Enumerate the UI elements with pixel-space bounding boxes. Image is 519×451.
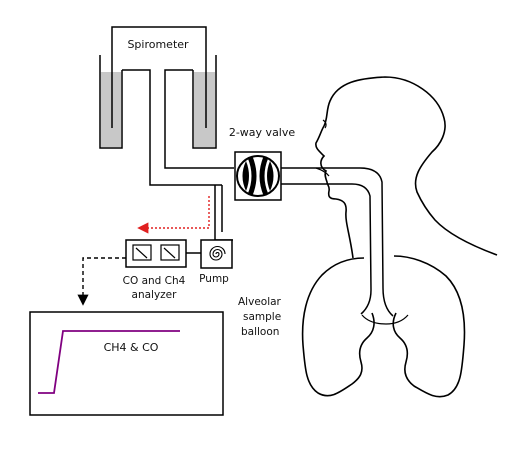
analyzer-label-line2: analyzer [132,289,178,301]
airway-inner [323,183,372,315]
mouth [315,167,330,177]
spiral-icon [209,246,226,261]
balloon-label-line3: balloon [241,326,279,338]
pump-label: Pump [199,273,229,285]
valve-flap-left [242,161,249,191]
valve-flap-center-left [247,156,257,196]
recorder-frame [29,311,224,416]
sample-flow-arrow [137,196,210,234]
inner-tube-left [122,69,222,186]
spirometer-label: Spirometer [127,38,189,51]
sample-line [137,185,233,241]
recorder-display: CH4 & CO [29,311,224,416]
head-outline [315,76,498,259]
valve-flap-right [267,161,274,191]
sample-tube-outer [214,185,233,241]
left-water [101,72,121,147]
valve-label: 2-way valve [229,126,296,139]
alveolar-balloon: Alveolar sample balloon [238,296,282,338]
eye [322,119,327,129]
spirometer-bell [111,26,207,128]
trace-line [38,330,180,394]
co-ch4-analyzer: CO and Ch4 analyzer [123,239,187,301]
valve-flap-center-right [259,156,269,196]
airway-outer [323,167,394,317]
right-tank-wall [192,55,217,149]
right-water [194,72,215,147]
pump: Pump [199,239,233,285]
bronchi [361,314,409,325]
signal-arrow [77,257,126,306]
human-silhouette [301,76,498,398]
balloon-label-line1: Alveolar [238,296,282,308]
left-lung [301,257,375,397]
analyzer-label-line1: CO and Ch4 [123,275,186,287]
gauge-dial-icon [132,244,152,261]
inner-tube-right [164,69,234,169]
two-way-valve: 2-way valve [229,126,323,201]
gauge-dial-icon [160,244,180,261]
balloon-label-line2: sample [243,311,281,323]
right-lung [392,255,466,398]
trace-label: CH4 & CO [104,341,159,354]
left-tank-wall [99,55,123,149]
spirometer: Spirometer [99,26,234,186]
